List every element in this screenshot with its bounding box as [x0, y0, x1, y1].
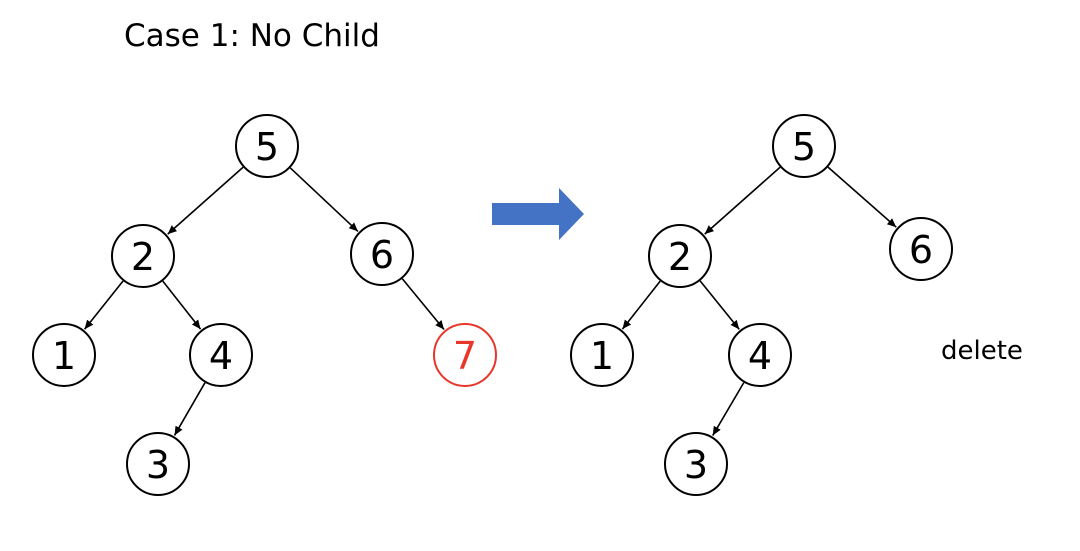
- tree-edge-n2-n1: [83, 280, 124, 330]
- tree-edge-n5-n2: [167, 166, 244, 235]
- node-circle: [350, 222, 414, 286]
- node-label: 6: [370, 233, 394, 277]
- node-label: 6: [909, 228, 933, 272]
- node-label: 1: [52, 334, 76, 378]
- tree-edge-n2-n4: [699, 280, 740, 330]
- tree-node: 1: [32, 323, 96, 387]
- tree-after-deletion: 5 2 6 1 4 3: [570, 114, 953, 496]
- tree-node: 2: [648, 224, 712, 288]
- node-label: 5: [255, 125, 279, 169]
- tree-node: 1: [570, 323, 634, 387]
- node-label: 3: [684, 443, 708, 487]
- tree-node: 3: [664, 432, 728, 496]
- node-circle: [189, 323, 253, 387]
- node-label: 2: [131, 235, 155, 279]
- tree-edge-n6-n7: [401, 278, 445, 331]
- tree-edge-n5-n6: [289, 167, 359, 232]
- node-label: 1: [590, 334, 614, 378]
- diagram-title: Case 1: No Child: [124, 18, 380, 54]
- tree-edge-n2-n1: [621, 280, 661, 330]
- node-circle: [664, 432, 728, 496]
- tree-node: 5: [772, 114, 836, 178]
- node-label: 2: [668, 235, 692, 279]
- node-label: 4: [209, 334, 233, 378]
- node-circle: [889, 217, 953, 281]
- tree-edge-n5-n2: [704, 166, 781, 235]
- node-circle: [772, 114, 836, 178]
- node-circle: [32, 323, 96, 387]
- tree-edge-n2-n4: [162, 280, 202, 330]
- tree-node-highlighted: 7: [433, 323, 497, 387]
- tree-node: 4: [728, 323, 792, 387]
- tree-before-deletion: 5 2 6 1 4 7 3: [32, 114, 497, 496]
- node-label: 5: [792, 125, 816, 169]
- node-circle: [111, 224, 175, 288]
- node-circle: [126, 432, 190, 496]
- node-label: 3: [146, 443, 170, 487]
- node-circle: [648, 224, 712, 288]
- tree-node: 3: [126, 432, 190, 496]
- node-circle: [235, 114, 299, 178]
- tree-edge-n4-n3: [173, 382, 206, 436]
- node-label: 7: [453, 334, 477, 378]
- tree-node: 6: [350, 222, 414, 286]
- right-arrow-icon: [492, 188, 584, 240]
- tree-node: 6: [889, 217, 953, 281]
- node-circle: [570, 323, 634, 387]
- node-circle: [728, 323, 792, 387]
- node-label: 4: [748, 334, 772, 378]
- tree-node: 5: [235, 114, 299, 178]
- tree-edge-n5-n6: [827, 166, 897, 228]
- tree-node: 2: [111, 224, 175, 288]
- node-circle: [433, 323, 497, 387]
- tree-edge-n4-n3: [712, 382, 745, 436]
- delete-label: delete: [941, 336, 1023, 366]
- tree-node: 4: [189, 323, 253, 387]
